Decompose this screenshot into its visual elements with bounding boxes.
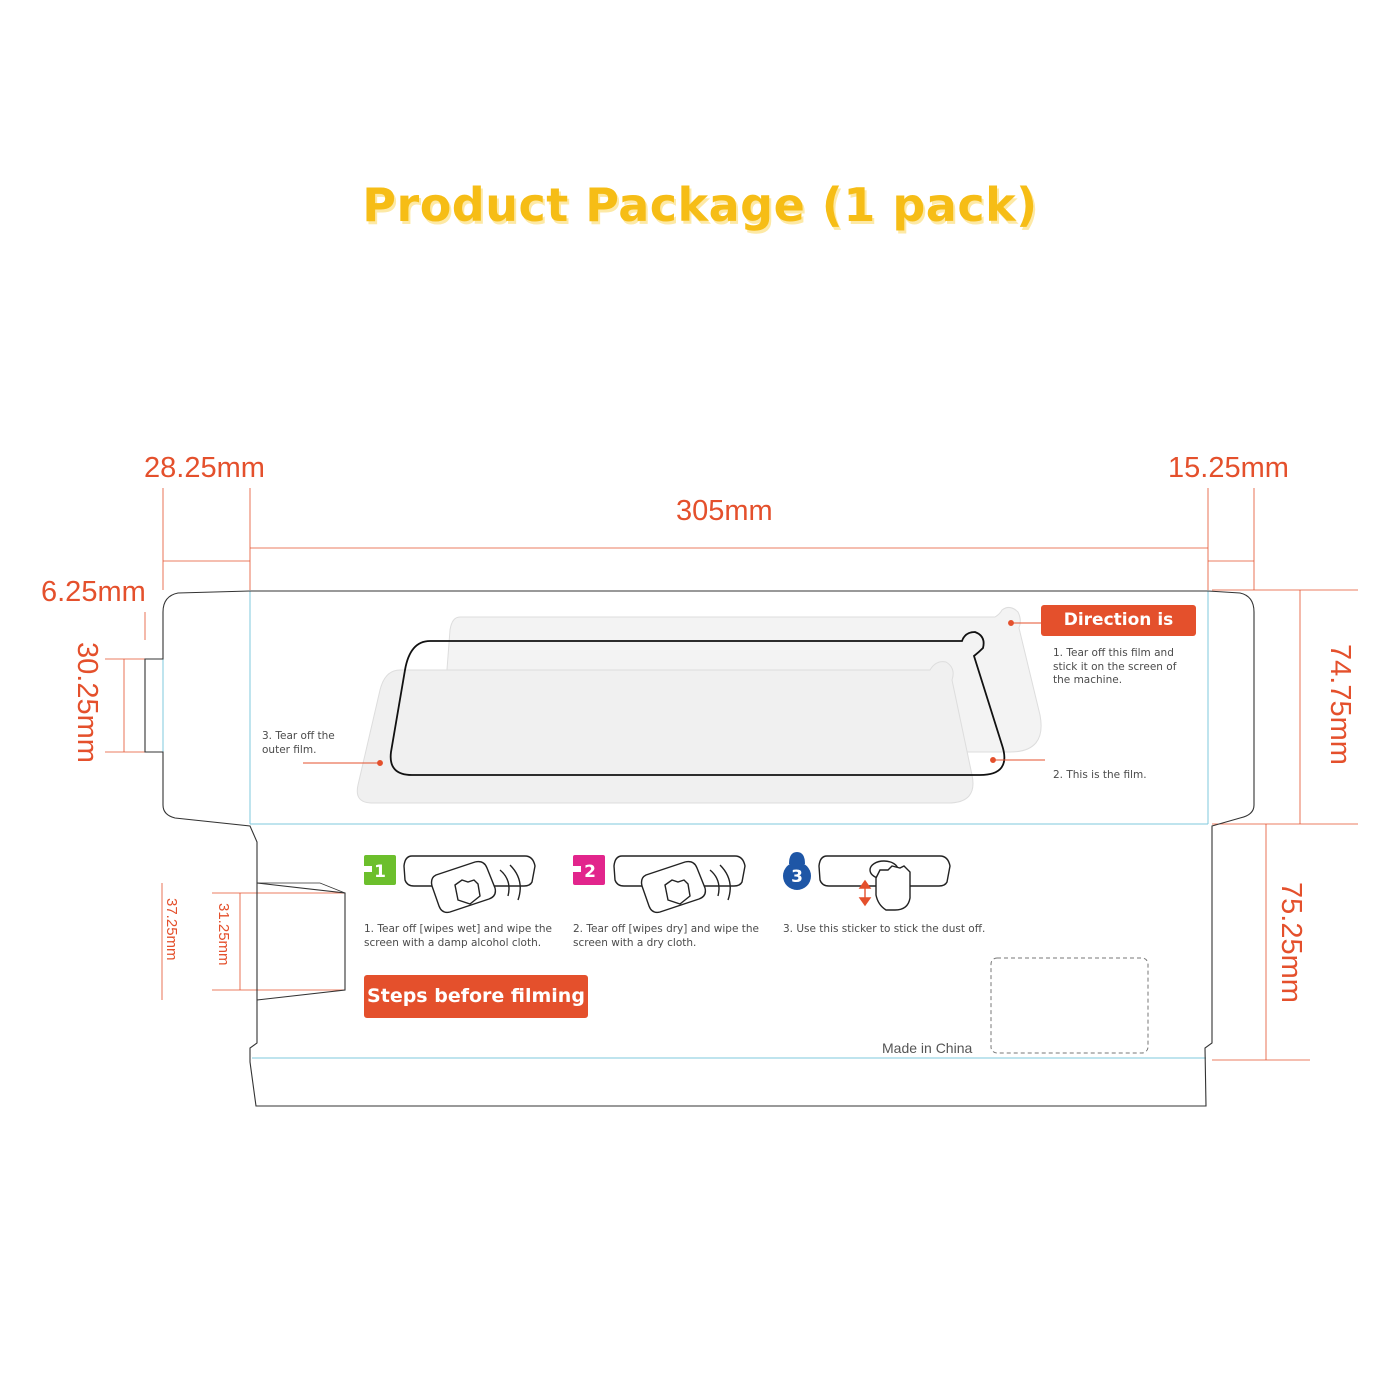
step-text-3: 3. Use this sticker to stick the dust of… bbox=[783, 923, 986, 935]
steps-before-filming-label: Steps before filming bbox=[364, 975, 588, 1018]
step-badge-3 bbox=[783, 862, 811, 890]
step-badge-1 bbox=[364, 855, 396, 885]
step-badges: 1 2 3 bbox=[364, 852, 811, 890]
step-text-2: 2. Tear off [wipes dry] and wipe the scr… bbox=[573, 923, 759, 949]
barcode-placeholder bbox=[990, 957, 1149, 1054]
wipe-hand-icon-2 bbox=[640, 860, 731, 914]
note-this-is-film: 2. This is the film. bbox=[1053, 769, 1147, 781]
dim-small-tab-height: 30.25mm bbox=[71, 642, 103, 763]
dim-side-flap-inner: 31.25mm bbox=[215, 903, 232, 966]
box-outline bbox=[144, 590, 1255, 1107]
step-text-1: 1. Tear off [wipes wet] and wipe the scr… bbox=[364, 923, 552, 949]
step-number-2: 2 bbox=[584, 862, 596, 882]
page-title: Product Package (1 pack) bbox=[362, 178, 1038, 232]
sticker-hand-icon bbox=[869, 860, 911, 911]
note-outer-film: 3. Tear off the outer film. bbox=[262, 730, 335, 756]
fold-lines bbox=[162, 591, 1209, 1059]
step-illustrations bbox=[403, 855, 951, 914]
arrow-icon bbox=[858, 879, 872, 907]
wipe-hand-icon bbox=[430, 860, 521, 914]
step-number-1: 1 bbox=[374, 862, 386, 882]
dim-right-tab: 15.25mm bbox=[1168, 452, 1289, 484]
dim-total-width: 305mm bbox=[676, 495, 773, 527]
made-in-label: Made in China bbox=[882, 1040, 973, 1056]
step-badge-3-top bbox=[789, 852, 805, 864]
step-number-3: 3 bbox=[791, 867, 803, 887]
dim-left-tab: 28.25mm bbox=[144, 452, 265, 484]
dim-small-offset: 6.25mm bbox=[41, 576, 146, 608]
dim-side-flap-outer: 37.25mm bbox=[163, 898, 180, 961]
dim-bottom-panel-height: 75.25mm bbox=[1275, 882, 1307, 1003]
callout-leaders bbox=[303, 620, 1045, 766]
dim-top-panel-height: 74.75mm bbox=[1324, 644, 1356, 765]
direction-label: Direction is right bbox=[1041, 605, 1196, 661]
film-illustration bbox=[356, 606, 1042, 804]
note-tear-film: 1. Tear off this film and stick it on th… bbox=[1053, 647, 1177, 686]
step-badge-2 bbox=[573, 855, 605, 885]
